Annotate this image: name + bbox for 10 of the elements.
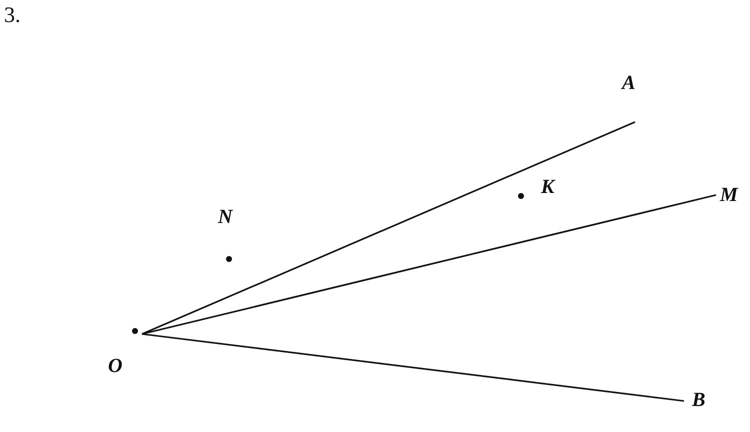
- problem-number: 3.: [4, 2, 20, 28]
- point-label: A: [622, 72, 636, 94]
- ray: [142, 121, 636, 335]
- point-label: K: [541, 176, 554, 198]
- ray: [142, 194, 716, 335]
- point-label: N: [218, 206, 232, 228]
- point-label: B: [692, 389, 706, 411]
- point-label: M: [720, 184, 738, 206]
- point-label: O: [108, 355, 122, 377]
- ray: [142, 333, 684, 402]
